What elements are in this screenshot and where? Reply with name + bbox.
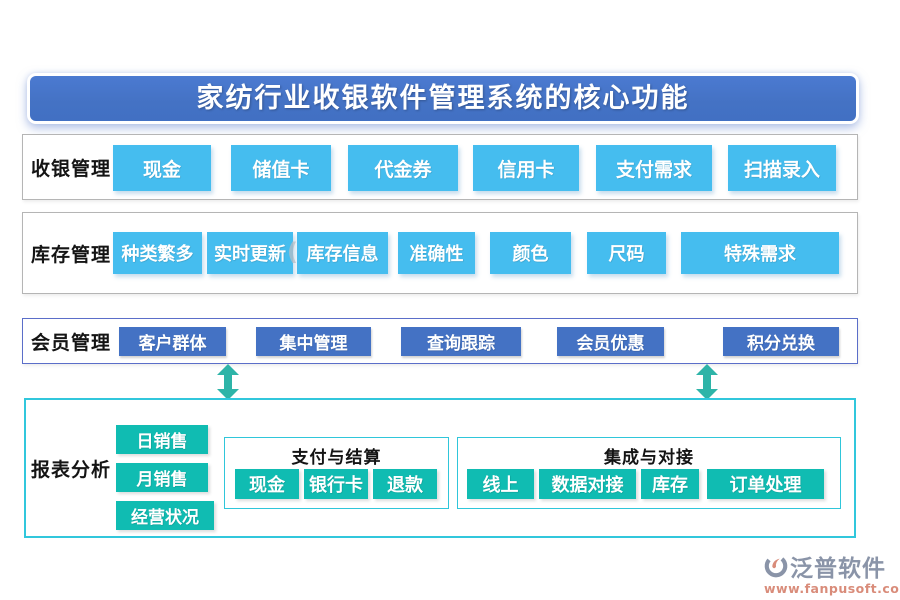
member-btn-query-tracking[interactable]: 查询跟踪 bbox=[401, 327, 521, 356]
member-row: 会员管理 客户群体 集中管理 查询跟踪 会员优惠 积分兑换 bbox=[22, 318, 858, 364]
cashier-btn-stored-value-card[interactable]: 储值卡 bbox=[231, 145, 331, 191]
payment-btn-cash[interactable]: 现金 bbox=[235, 469, 299, 499]
member-label: 会员管理 bbox=[30, 331, 111, 354]
inventory-row: 库存管理 种类繁多 实时更新 库存信息 准确性 颜色 尺码 特殊需求 bbox=[22, 212, 858, 294]
payment-btn-bank-card[interactable]: 银行卡 bbox=[304, 469, 368, 499]
fanpu-logo[interactable]: 泛普软件 www.fanpusoft.com bbox=[764, 549, 900, 596]
payment-settlement-box: 支付与结算 现金 银行卡 退款 bbox=[224, 437, 449, 509]
cashier-btn-scan-entry[interactable]: 扫描录入 bbox=[728, 145, 836, 191]
inventory-btn-variety[interactable]: 种类繁多 bbox=[113, 232, 202, 274]
integration-box: 集成与对接 线上 数据对接 库存 订单处理 bbox=[457, 437, 841, 509]
report-btn-monthly-sales[interactable]: 月销售 bbox=[116, 463, 208, 492]
inventory-btn-color[interactable]: 颜色 bbox=[490, 232, 571, 274]
integration-btn-data-docking[interactable]: 数据对接 bbox=[539, 469, 636, 499]
payment-btn-refund[interactable]: 退款 bbox=[373, 469, 437, 499]
member-btn-customer-group[interactable]: 客户群体 bbox=[119, 327, 226, 356]
watermark-glyph: ( bbox=[287, 238, 298, 266]
inventory-btn-special-needs[interactable]: 特殊需求 bbox=[681, 232, 839, 274]
cashier-btn-credit-card[interactable]: 信用卡 bbox=[473, 145, 579, 191]
integration-btn-order-processing[interactable]: 订单处理 bbox=[707, 469, 824, 499]
inventory-label: 库存管理 bbox=[30, 243, 111, 266]
report-btn-daily-sales[interactable]: 日销售 bbox=[116, 425, 208, 454]
inventory-btn-realtime-update[interactable]: 实时更新 bbox=[207, 232, 293, 274]
cashier-row: 收银管理 现金 储值卡 代金券 信用卡 支付需求 扫描录入 bbox=[22, 134, 858, 200]
report-btn-business-status[interactable]: 经营状况 bbox=[116, 501, 214, 530]
integration-title: 集成与对接 bbox=[604, 448, 694, 468]
double-arrow-icon bbox=[696, 364, 718, 400]
integration-btn-inventory[interactable]: 库存 bbox=[641, 469, 699, 499]
inventory-btn-accuracy[interactable]: 准确性 bbox=[398, 232, 475, 274]
inventory-btn-size[interactable]: 尺码 bbox=[587, 232, 666, 274]
cashier-btn-cash[interactable]: 现金 bbox=[113, 145, 211, 191]
inventory-btn-stock-info[interactable]: 库存信息 bbox=[297, 232, 388, 274]
cashier-label: 收银管理 bbox=[30, 157, 111, 180]
report-analysis-box: 报表分析 日销售 月销售 经营状况 支付与结算 现金 银行卡 退款 集成与对接 … bbox=[24, 398, 856, 538]
cashier-btn-voucher[interactable]: 代金券 bbox=[348, 145, 458, 191]
fanpu-logo-name: 泛普软件 bbox=[790, 556, 886, 582]
double-arrow-icon bbox=[217, 364, 239, 400]
member-btn-points-exchange[interactable]: 积分兑换 bbox=[723, 327, 839, 356]
fanpu-logo-icon bbox=[764, 554, 788, 578]
member-btn-centralized-mgmt[interactable]: 集中管理 bbox=[256, 327, 371, 356]
report-label: 报表分析 bbox=[30, 458, 111, 481]
integration-btn-online[interactable]: 线上 bbox=[467, 469, 534, 499]
cashier-btn-payment-demand[interactable]: 支付需求 bbox=[596, 145, 712, 191]
page-title: 家纺行业收银软件管理系统的核心功能 bbox=[30, 76, 856, 121]
payment-settlement-title: 支付与结算 bbox=[291, 448, 382, 468]
fanpu-logo-url[interactable]: www.fanpusoft.com bbox=[764, 581, 900, 596]
member-btn-member-discount[interactable]: 会员优惠 bbox=[557, 327, 664, 356]
